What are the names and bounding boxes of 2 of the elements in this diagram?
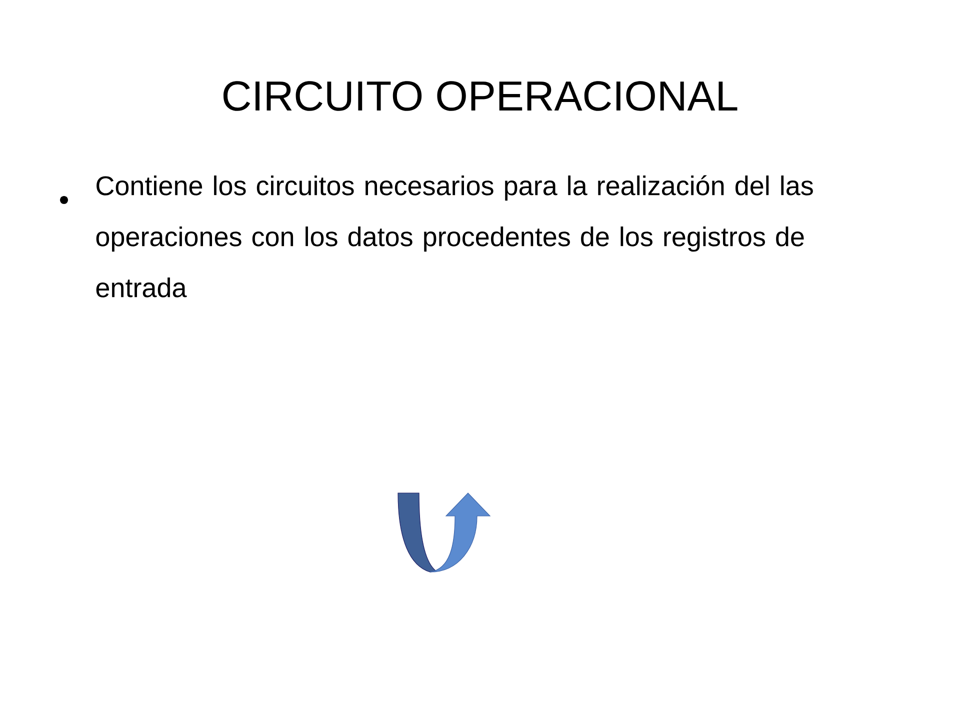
- bullet-text: Contiene los circuitos necesarios para la realización del las operaciones con los datos procedentes de los registros de entrada: [96, 175, 813, 298]
- title: CIRCUITO OPERACIONAL: [223, 81, 738, 111]
